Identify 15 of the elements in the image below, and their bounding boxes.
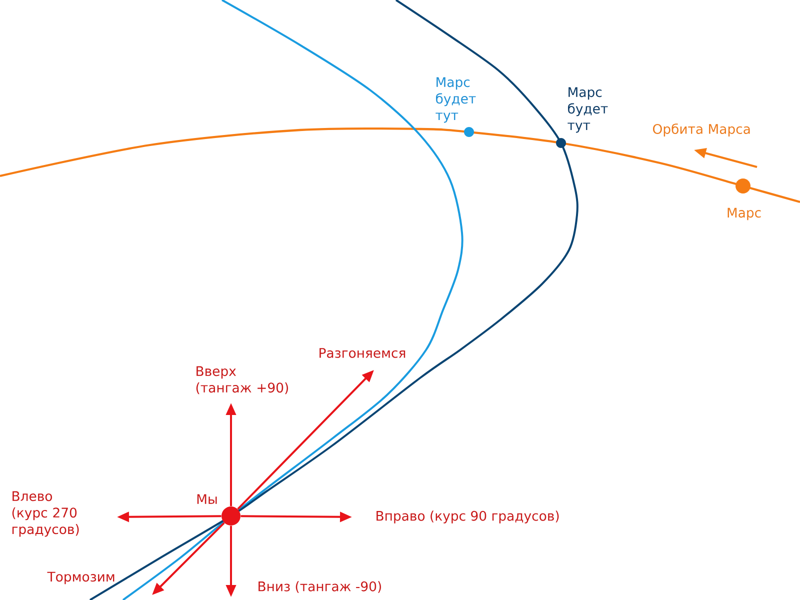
- orbit-label: Орбита Марса: [653, 124, 750, 136]
- arrow-label: Разгоняемся: [320, 348, 406, 358]
- dot-label: Марс будет тут: [568, 87, 608, 133]
- marker-dot: [464, 127, 474, 137]
- planet-dot: [736, 178, 750, 194]
- dot-label: Марс будет тут: [436, 77, 476, 123]
- arrow-label: Вверх (тангаж +90): [196, 366, 288, 394]
- dot-label: Марс: [728, 208, 761, 220]
- arrow-label: Влево (курс 270 градусов): [12, 491, 79, 537]
- arrow-label: Вправо (курс 90 градусов): [376, 510, 559, 524]
- position-dot: [222, 506, 240, 526]
- dot-label: Мы: [197, 494, 217, 504]
- arrow-label: Вниз (тангаж -90): [258, 581, 381, 593]
- marker-dot: [556, 138, 566, 148]
- arrow-label: Тормозим: [47, 572, 114, 584]
